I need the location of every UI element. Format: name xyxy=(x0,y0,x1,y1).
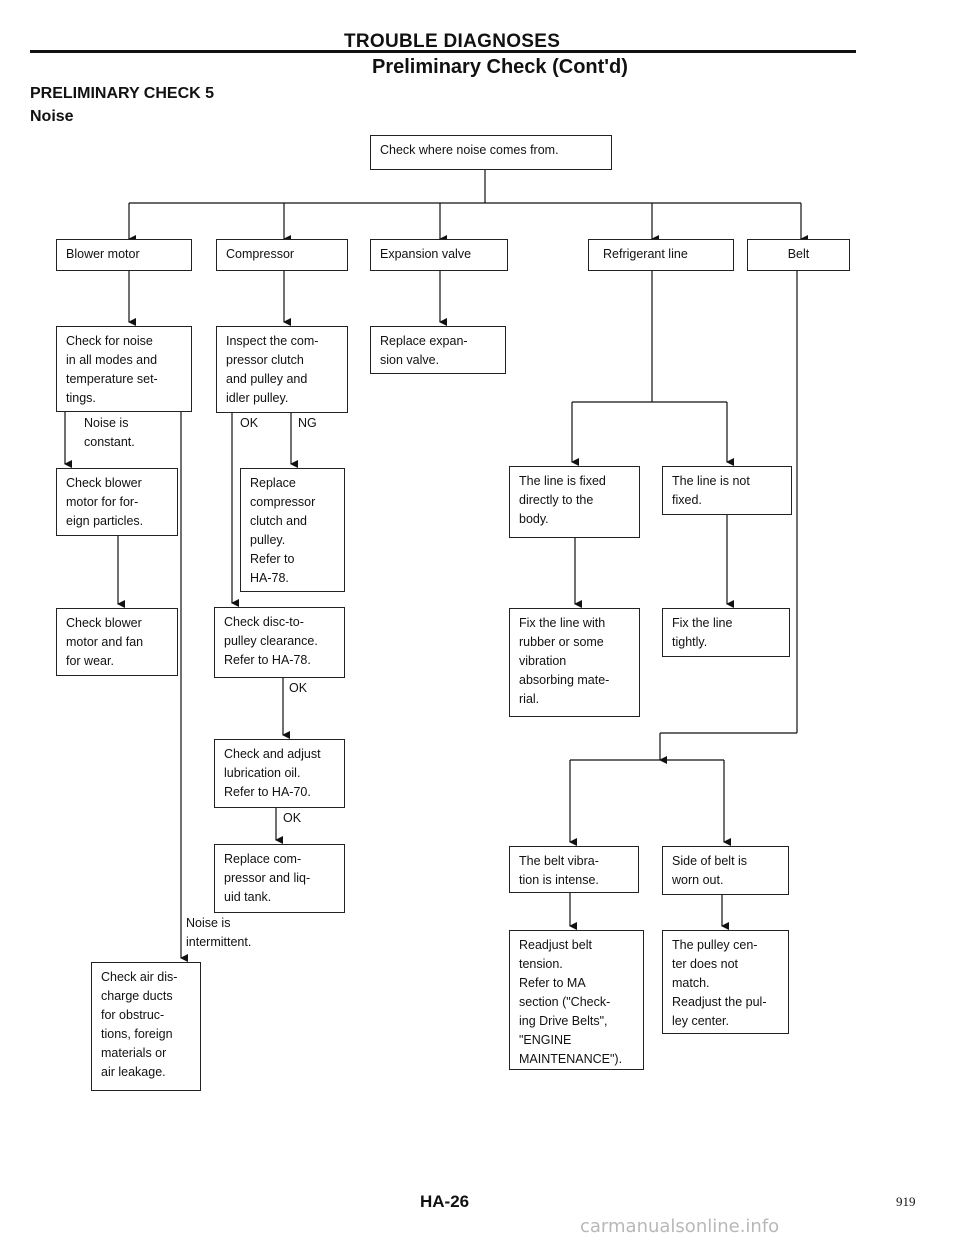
node-belt-vibration: The belt vibra- tion is intense. xyxy=(509,846,639,893)
label-ok: OK xyxy=(283,811,302,825)
node-replace-compressor-tank: Replace com- pressor and liq- uid tank. xyxy=(214,844,345,913)
node-replace-expansion: Replace expan- sion valve. xyxy=(370,326,506,374)
node-check-air-ducts: Check air dis- charge ducts for obstruc-… xyxy=(91,962,201,1091)
node-check-blower-foreign: Check blower motor for for- eign particl… xyxy=(56,468,178,536)
label-ok: OK xyxy=(289,681,308,695)
page-code: HA-26 xyxy=(420,1192,470,1211)
node-compressor: Compressor xyxy=(216,239,348,271)
node-check-adjust-oil: Check and adjust lubrication oil. Refer … xyxy=(214,739,345,808)
label-ng: NG xyxy=(298,416,317,430)
node-check-blower-wear: Check blower motor and fan for wear. xyxy=(56,608,178,676)
node-replace-compressor-clutch: Replace compressor clutch and pulley. Re… xyxy=(240,468,345,592)
header-rule xyxy=(30,50,856,53)
node-start: Check where noise comes from. xyxy=(370,135,612,170)
node-readjust-belt: Readjust belt tension. Refer to MA secti… xyxy=(509,930,644,1070)
watermark: carmanualsonline.info xyxy=(580,1216,780,1237)
node-blower-motor: Blower motor xyxy=(56,239,192,271)
node-fix-line-tightly: Fix the line tightly. xyxy=(662,608,790,657)
node-line-not-fixed: The line is not fixed. xyxy=(662,466,792,515)
page-header-subtitle: Preliminary Check (Cont'd) xyxy=(372,56,628,78)
section-subtitle: Noise xyxy=(30,108,74,125)
section-title: PRELIMINARY CHECK 5 xyxy=(30,85,215,102)
page-header-title: TROUBLE DIAGNOSES xyxy=(344,31,561,52)
node-line-fixed: The line is fixed directly to the body. xyxy=(509,466,640,538)
node-refrigerant-line: Refrigerant line xyxy=(588,239,734,271)
node-belt: Belt xyxy=(747,239,850,271)
node-pulley-center: The pulley cen- ter does not match. Read… xyxy=(662,930,789,1034)
node-expansion-valve: Expansion valve xyxy=(370,239,508,271)
node-belt-worn: Side of belt is worn out. xyxy=(662,846,789,895)
page-number: 919 xyxy=(896,1194,916,1209)
node-inspect-clutch: Inspect the com- pressor clutch and pull… xyxy=(216,326,348,413)
label-noise-intermittent: Noise is intermittent. xyxy=(186,916,252,949)
node-fix-line-rubber: Fix the line with rubber or some vibrati… xyxy=(509,608,640,717)
label-noise-constant: Noise is constant. xyxy=(84,416,135,449)
node-check-disc-pulley: Check disc-to- pulley clearance. Refer t… xyxy=(214,607,345,678)
label-ok: OK xyxy=(240,416,259,430)
node-check-noise-modes: Check for noise in all modes and tempera… xyxy=(56,326,192,412)
